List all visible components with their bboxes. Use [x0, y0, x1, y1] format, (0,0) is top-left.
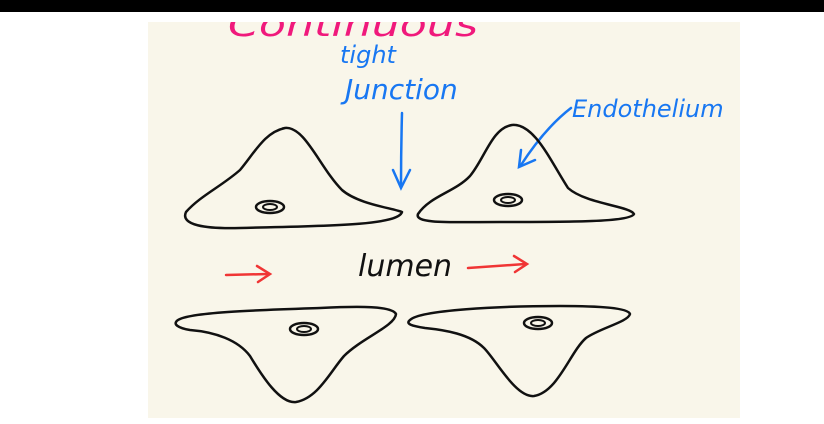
nucleus-top-left: [254, 199, 286, 215]
top-border-bar: [0, 0, 824, 12]
nucleus-bottom-left: [288, 321, 320, 337]
endothelial-cell-top-right: [416, 123, 636, 224]
nucleus-top-right: [492, 192, 524, 208]
label-lumen: lumen: [358, 249, 452, 284]
nucleus-bottom-right: [522, 315, 554, 331]
flow-arrow-right: [466, 254, 530, 274]
label-junction: Junction: [340, 73, 458, 106]
label-tight: tight: [340, 41, 398, 69]
heading-partial: Continuous: [228, 5, 478, 45]
endothelial-cell-bottom-left: [174, 305, 398, 404]
endothelial-cell-bottom-right: [407, 304, 632, 398]
tight-junction-arrow: [391, 111, 412, 191]
flow-arrow-left: [224, 264, 273, 284]
endothelial-cell-top-left: [183, 126, 404, 230]
endothelium-arrow: [517, 106, 573, 170]
label-endothelium: Endothelium: [572, 95, 724, 123]
